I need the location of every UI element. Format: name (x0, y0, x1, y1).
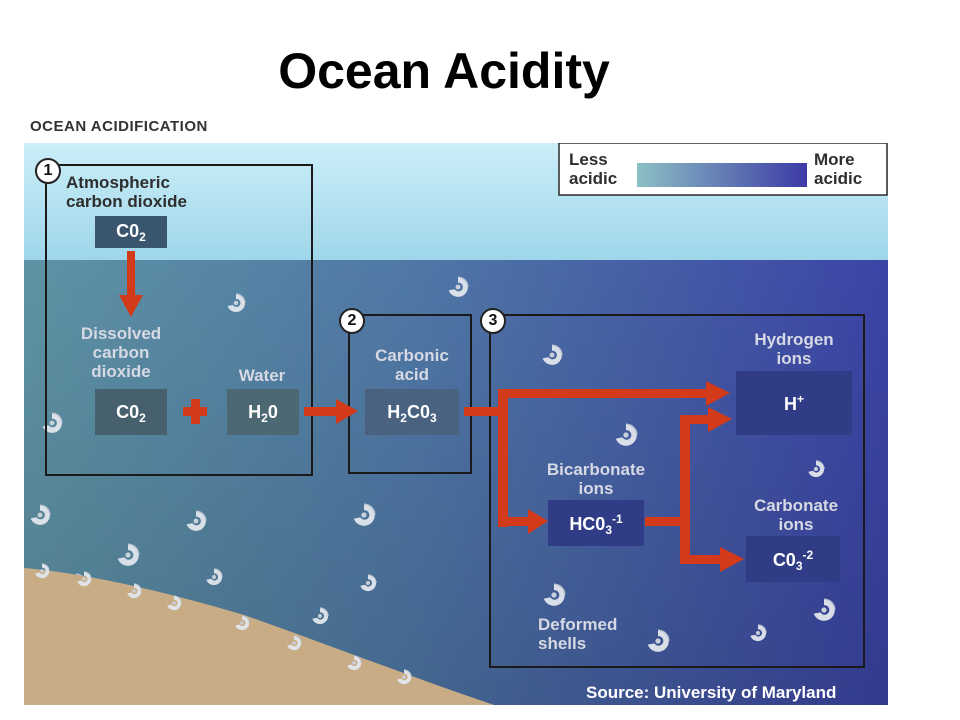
step1-frame (45, 164, 313, 476)
formula-hydrogen-ion: H+ (783, 392, 804, 414)
formula-co2-dissolved: C02 (116, 402, 146, 425)
reaction-arrows (119, 251, 744, 572)
acidity-gradient-bar (637, 163, 807, 187)
formula-box-hydrogen (736, 371, 852, 435)
step2-frame (348, 314, 472, 474)
step-number-3: 3 (480, 308, 506, 334)
label-water: Water (238, 366, 286, 385)
formula-box-carbonic (365, 389, 459, 435)
step-number-2: 2 (339, 308, 365, 334)
formula-bicarbonate-ion: HC03-1 (569, 512, 623, 537)
figure-header: OCEAN ACIDIFICATION (30, 118, 208, 135)
step3-frame (489, 314, 865, 668)
formula-box-water (227, 389, 299, 435)
formula-water: H20 (248, 402, 278, 425)
formula-box-carbonate (746, 536, 840, 582)
formula-co2-atmospheric: C02 (116, 221, 146, 244)
formula-box-bicarbonate (548, 500, 644, 546)
source-credit: Source: University of Maryland (586, 683, 837, 702)
step-number-1: 1 (35, 158, 61, 184)
formula-box-co2-dissolved (95, 389, 167, 435)
formula-box-co2-atm (95, 216, 167, 248)
seafloor (24, 568, 494, 705)
ocean-acidification-diagram (24, 143, 888, 705)
slide-title: Ocean Acidity (278, 43, 610, 99)
formula-carbonic-acid: H2C03 (387, 402, 437, 425)
formula-carbonate-ion: C03-2 (772, 548, 814, 573)
